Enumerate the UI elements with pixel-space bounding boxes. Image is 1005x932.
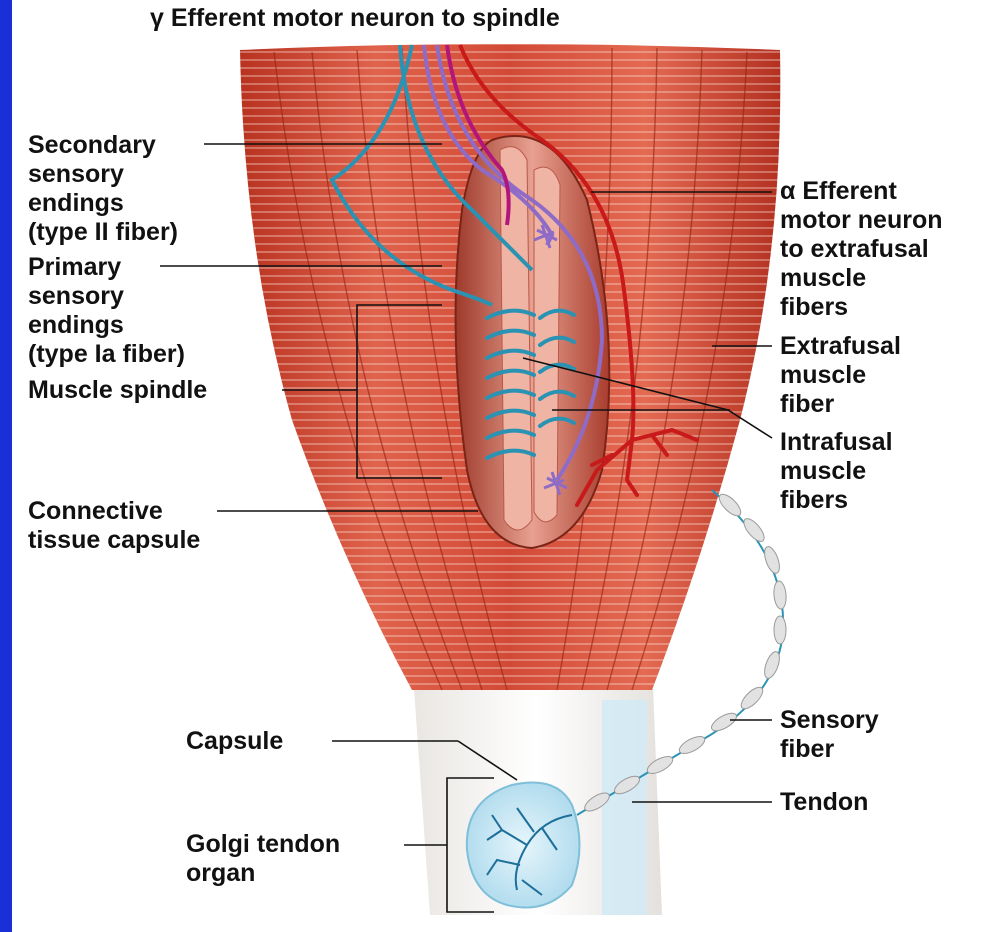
label-tendon: Tendon	[780, 788, 868, 817]
label-line: (type II fiber)	[28, 218, 178, 247]
label-line: Extrafusal	[780, 332, 901, 361]
label-line: Secondary	[28, 131, 178, 160]
label-line: Sensory	[780, 706, 879, 735]
label-line: endings	[28, 189, 178, 218]
label-muscle-spindle: Muscle spindle	[28, 376, 207, 405]
label-primary-sensory-endings: Primary sensory endings (type Ia fiber)	[28, 253, 185, 369]
label-line: motor neuron	[780, 206, 943, 235]
label-alpha-efferent: α Efferent motor neuron to extrafusal mu…	[780, 177, 943, 322]
label-line: Connective	[28, 497, 200, 526]
label-golgi-tendon-organ: Golgi tendon organ	[186, 830, 340, 888]
label-line: Primary	[28, 253, 185, 282]
label-secondary-sensory-endings: Secondary sensory endings (type II fiber…	[28, 131, 178, 247]
label-line: Tendon	[780, 788, 868, 817]
label-gamma-efferent: γ Efferent motor neuron to spindle	[150, 4, 560, 33]
label-line: muscle	[780, 457, 893, 486]
label-line: α Efferent	[780, 177, 943, 206]
label-line: tissue capsule	[28, 526, 200, 555]
label-line: Muscle spindle	[28, 376, 207, 405]
label-line: muscle	[780, 264, 943, 293]
label-capsule: Capsule	[186, 727, 283, 756]
golgi-tendon-organ	[467, 783, 580, 908]
label-line: Capsule	[186, 727, 283, 756]
label-line: organ	[186, 859, 340, 888]
label-line: fibers	[780, 486, 893, 515]
label-line: to extrafusal	[780, 235, 943, 264]
label-connective-tissue-capsule: Connective tissue capsule	[28, 497, 200, 555]
label-line: (type Ia fiber)	[28, 340, 185, 369]
label-line: fiber	[780, 735, 879, 764]
label-line: fiber	[780, 390, 901, 419]
label-line: sensory	[28, 282, 185, 311]
label-line: fibers	[780, 293, 943, 322]
label-intrafusal-muscle-fibers: Intrafusal muscle fibers	[780, 428, 893, 515]
label-line: muscle	[780, 361, 901, 390]
label-sensory-fiber: Sensory fiber	[780, 706, 879, 764]
label-extrafusal-muscle-fiber: Extrafusal muscle fiber	[780, 332, 901, 419]
gamma-efferent-text: Efferent motor neuron to spindle	[171, 4, 560, 32]
label-line: endings	[28, 311, 185, 340]
label-line: Golgi tendon	[186, 830, 340, 859]
label-line: sensory	[28, 160, 178, 189]
gamma-symbol: γ	[150, 4, 164, 32]
label-line: Intrafusal	[780, 428, 893, 457]
diagram-frame: γ Efferent motor neuron to spindle Secon…	[12, 0, 1005, 932]
tendon-blue-band	[602, 700, 647, 915]
